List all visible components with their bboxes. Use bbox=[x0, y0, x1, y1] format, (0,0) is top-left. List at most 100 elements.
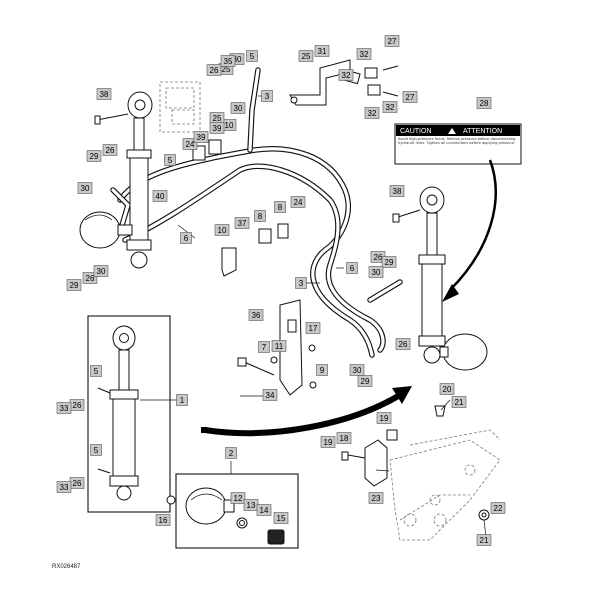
callout-28: 28 bbox=[476, 97, 492, 109]
callout-32: 32 bbox=[364, 107, 380, 119]
callout-box bbox=[290, 196, 306, 208]
callout-number: 2 bbox=[229, 449, 234, 458]
callout-number: 31 bbox=[318, 47, 327, 56]
callout-27: 27 bbox=[402, 91, 418, 103]
callout-17: 17 bbox=[305, 322, 321, 334]
callout-30: 30 bbox=[93, 265, 109, 277]
valve-block bbox=[159, 81, 201, 133]
callout-40: 40 bbox=[152, 190, 168, 202]
callout-number: 37 bbox=[238, 219, 247, 228]
callout-box bbox=[389, 185, 405, 197]
callout-1: 1 bbox=[176, 394, 188, 406]
middle-bracket bbox=[237, 299, 317, 396]
callout-31: 31 bbox=[314, 45, 330, 57]
callout-box bbox=[368, 266, 384, 278]
callout-number: 30 bbox=[81, 184, 90, 193]
callout-box bbox=[230, 492, 246, 504]
callout-number: 39 bbox=[213, 124, 222, 133]
callout-32: 32 bbox=[382, 101, 398, 113]
callout-19: 19 bbox=[376, 412, 392, 424]
callout-number: 39 bbox=[197, 133, 206, 142]
callout-box bbox=[96, 88, 112, 100]
callout-number: 8 bbox=[278, 203, 283, 212]
callout-number: 17 bbox=[309, 324, 318, 333]
callout-24: 24 bbox=[182, 138, 198, 150]
callout-26: 26 bbox=[206, 64, 222, 76]
callout-number: 27 bbox=[406, 93, 415, 102]
callout-27: 27 bbox=[384, 35, 400, 47]
callout-6: 6 bbox=[180, 232, 192, 244]
callout-number: 29 bbox=[385, 258, 394, 267]
callout-30: 30 bbox=[230, 102, 246, 114]
callout-number: 6 bbox=[350, 264, 355, 273]
callout-8: 8 bbox=[254, 210, 266, 222]
callout-box bbox=[364, 107, 380, 119]
callout-box bbox=[395, 338, 411, 350]
callout-29: 29 bbox=[86, 150, 102, 162]
callout-number: 29 bbox=[90, 152, 99, 161]
callout-labels: 1233555566788910101112131415161718191920… bbox=[56, 35, 506, 546]
callout-number: 18 bbox=[340, 434, 349, 443]
right-accumulator bbox=[439, 333, 488, 371]
callout-3: 3 bbox=[295, 277, 307, 289]
callout-number: 7 bbox=[262, 343, 267, 352]
callout-number: 22 bbox=[494, 504, 503, 513]
callout-7: 7 bbox=[258, 341, 270, 353]
callout-5: 5 bbox=[90, 444, 102, 456]
callout-37: 37 bbox=[234, 217, 250, 229]
callout-26: 26 bbox=[102, 144, 118, 156]
callout-33: 33 bbox=[56, 481, 72, 493]
callout-box bbox=[381, 256, 397, 268]
callout-21: 21 bbox=[476, 534, 492, 546]
callout-box bbox=[451, 396, 467, 408]
callout-number: 23 bbox=[372, 494, 381, 503]
callout-number: 10 bbox=[225, 121, 234, 130]
callout-box bbox=[298, 50, 314, 62]
callout-2: 2 bbox=[225, 447, 237, 459]
callout-number: 26 bbox=[106, 146, 115, 155]
callout-23: 23 bbox=[368, 492, 384, 504]
callout-10: 10 bbox=[214, 224, 230, 236]
callout-box bbox=[316, 364, 328, 376]
callout-box bbox=[248, 309, 264, 321]
decal-fine-print: Avoid high-pressure fluids. Relieve pres… bbox=[398, 137, 516, 146]
callout-box bbox=[382, 101, 398, 113]
callout-30: 30 bbox=[368, 266, 384, 278]
callout-box bbox=[206, 64, 222, 76]
callout-number: 5 bbox=[94, 367, 99, 376]
callout-number: 19 bbox=[380, 414, 389, 423]
callout-29: 29 bbox=[357, 375, 373, 387]
callout-14: 14 bbox=[256, 504, 272, 516]
callout-number: 38 bbox=[393, 187, 402, 196]
callout-box bbox=[56, 481, 72, 493]
callout-box bbox=[225, 447, 237, 459]
direction-arrows bbox=[201, 159, 497, 437]
callout-box bbox=[349, 364, 365, 376]
callout-29: 29 bbox=[381, 256, 397, 268]
callout-box bbox=[193, 131, 209, 143]
callout-number: 30 bbox=[234, 104, 243, 113]
callout-16: 16 bbox=[155, 514, 171, 526]
callout-box bbox=[180, 232, 192, 244]
callout-19: 19 bbox=[320, 436, 336, 448]
callout-number: 25 bbox=[222, 65, 231, 74]
callout-25: 25 bbox=[298, 50, 314, 62]
callout-29: 29 bbox=[66, 279, 82, 291]
callout-38: 38 bbox=[96, 88, 112, 100]
callout-number: 32 bbox=[342, 71, 351, 80]
callout-box bbox=[261, 90, 273, 102]
decal-caution-text: CAUTION bbox=[400, 128, 432, 135]
callout-number: 28 bbox=[480, 99, 489, 108]
callout-number: 15 bbox=[277, 514, 286, 523]
callout-number: 38 bbox=[100, 90, 109, 99]
callout-number: 36 bbox=[252, 311, 261, 320]
callout-number: 1 bbox=[180, 396, 185, 405]
hydraulic-hoses bbox=[110, 67, 403, 358]
callout-number: 30 bbox=[372, 268, 381, 277]
callout-box bbox=[439, 383, 455, 395]
callout-box bbox=[376, 412, 392, 424]
callout-33: 33 bbox=[56, 402, 72, 414]
callout-number: 26 bbox=[374, 253, 383, 262]
callout-8: 8 bbox=[274, 201, 286, 213]
callout-number: 29 bbox=[361, 377, 370, 386]
